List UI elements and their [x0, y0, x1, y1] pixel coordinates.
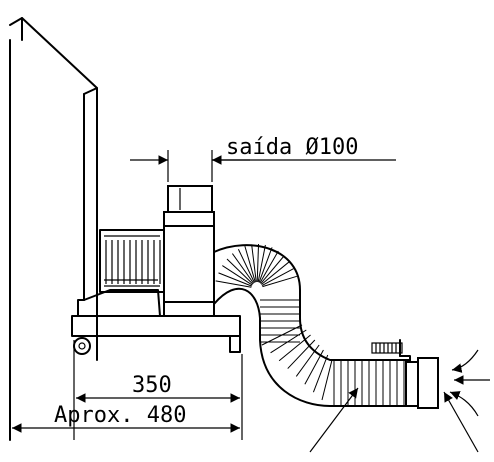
flexible-hose: [213, 244, 411, 407]
hose-rib: [278, 334, 311, 362]
airflow-arrows: [449, 349, 490, 417]
hose-rib: [244, 246, 256, 283]
hose-rib: [261, 268, 294, 286]
hose-rib: [321, 359, 333, 401]
hose-rib: [287, 339, 316, 369]
hose-rib: [312, 354, 329, 393]
leader-arrows: [309, 387, 479, 453]
hose-rib: [231, 253, 255, 284]
fan-housing: [163, 185, 215, 317]
wheel-icon: [73, 337, 91, 355]
hose-rib: [270, 329, 307, 354]
hose-rib: [215, 280, 252, 288]
motor-housing: [99, 229, 165, 293]
hose-rib: [251, 244, 257, 283]
hose-rib: [262, 275, 298, 288]
wall-panel: [9, 17, 98, 441]
intake-nozzle: [371, 339, 439, 409]
hose-rib: [261, 261, 290, 285]
hose-ribs: [215, 244, 405, 406]
width-dimensions: 350 Aprox. 480: [12, 340, 243, 440]
hose-rib: [257, 244, 266, 283]
hose-rib: [237, 249, 255, 283]
outlet-dimension: saída Ø100: [130, 135, 396, 182]
width-outer-label: Aprox. 480: [54, 403, 186, 428]
hose-rib: [259, 250, 279, 284]
hose-rib: [260, 255, 285, 285]
hose-rib: [295, 344, 320, 377]
hose-rib: [258, 247, 273, 283]
hose-rib: [226, 258, 254, 285]
outlet-label: saída Ø100: [226, 135, 358, 160]
hose-rib: [304, 349, 324, 385]
hose-rib: [222, 265, 253, 286]
width-inner-label: 350: [132, 373, 172, 398]
hose-rib: [256, 244, 260, 283]
hose-rib: [261, 324, 303, 346]
hose-rib: [218, 272, 252, 287]
